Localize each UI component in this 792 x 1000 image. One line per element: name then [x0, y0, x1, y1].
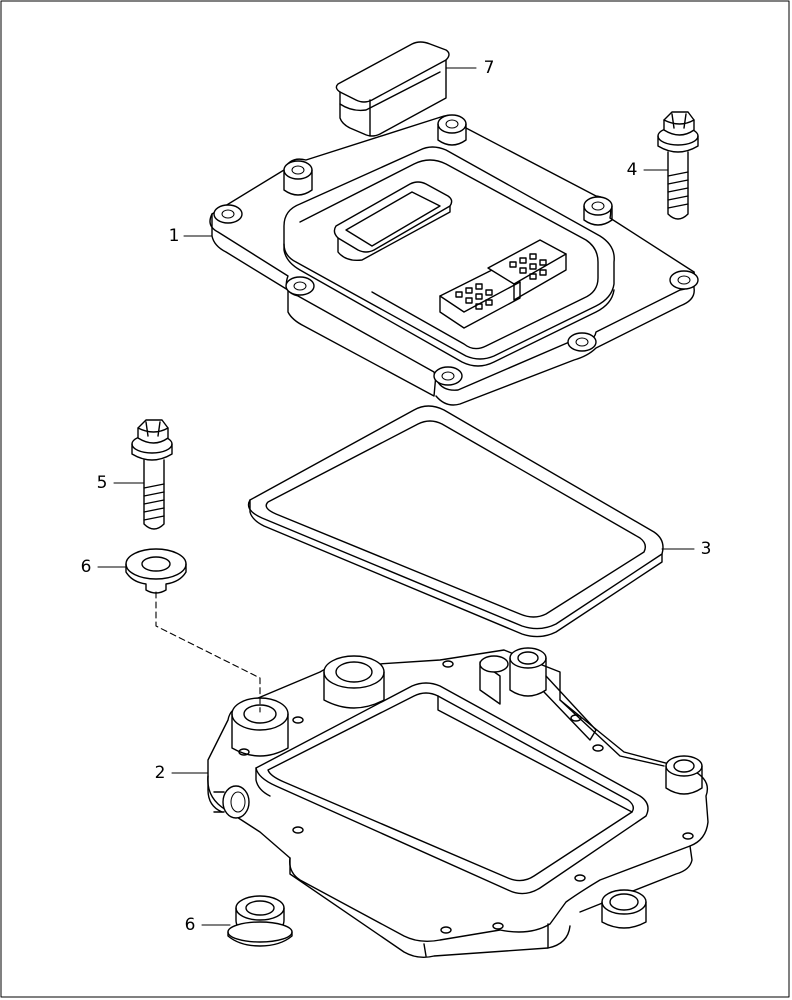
- leader-lines: [97, 67, 695, 926]
- callout-6-upper: 6: [80, 557, 92, 577]
- part-6-bushing-lower: [227, 895, 293, 947]
- part-7-cap: [335, 41, 450, 137]
- part-2-housing: [207, 647, 709, 959]
- part-6-bushing-upper: [125, 548, 187, 594]
- part-3-gasket: [247, 405, 664, 638]
- callout-5: 5: [96, 473, 108, 493]
- callout-3: 3: [700, 539, 712, 559]
- alignment-dashed-line: [155, 591, 261, 713]
- callout-2: 2: [154, 763, 166, 783]
- part-1-control-unit: [209, 114, 699, 406]
- callout-4: 4: [626, 160, 638, 180]
- callout-1: 1: [168, 226, 180, 246]
- part-5-bolt: [131, 419, 173, 530]
- callout-6-lower: 6: [184, 915, 196, 935]
- part-4-bolt: [657, 111, 699, 220]
- callout-7: 7: [483, 58, 495, 78]
